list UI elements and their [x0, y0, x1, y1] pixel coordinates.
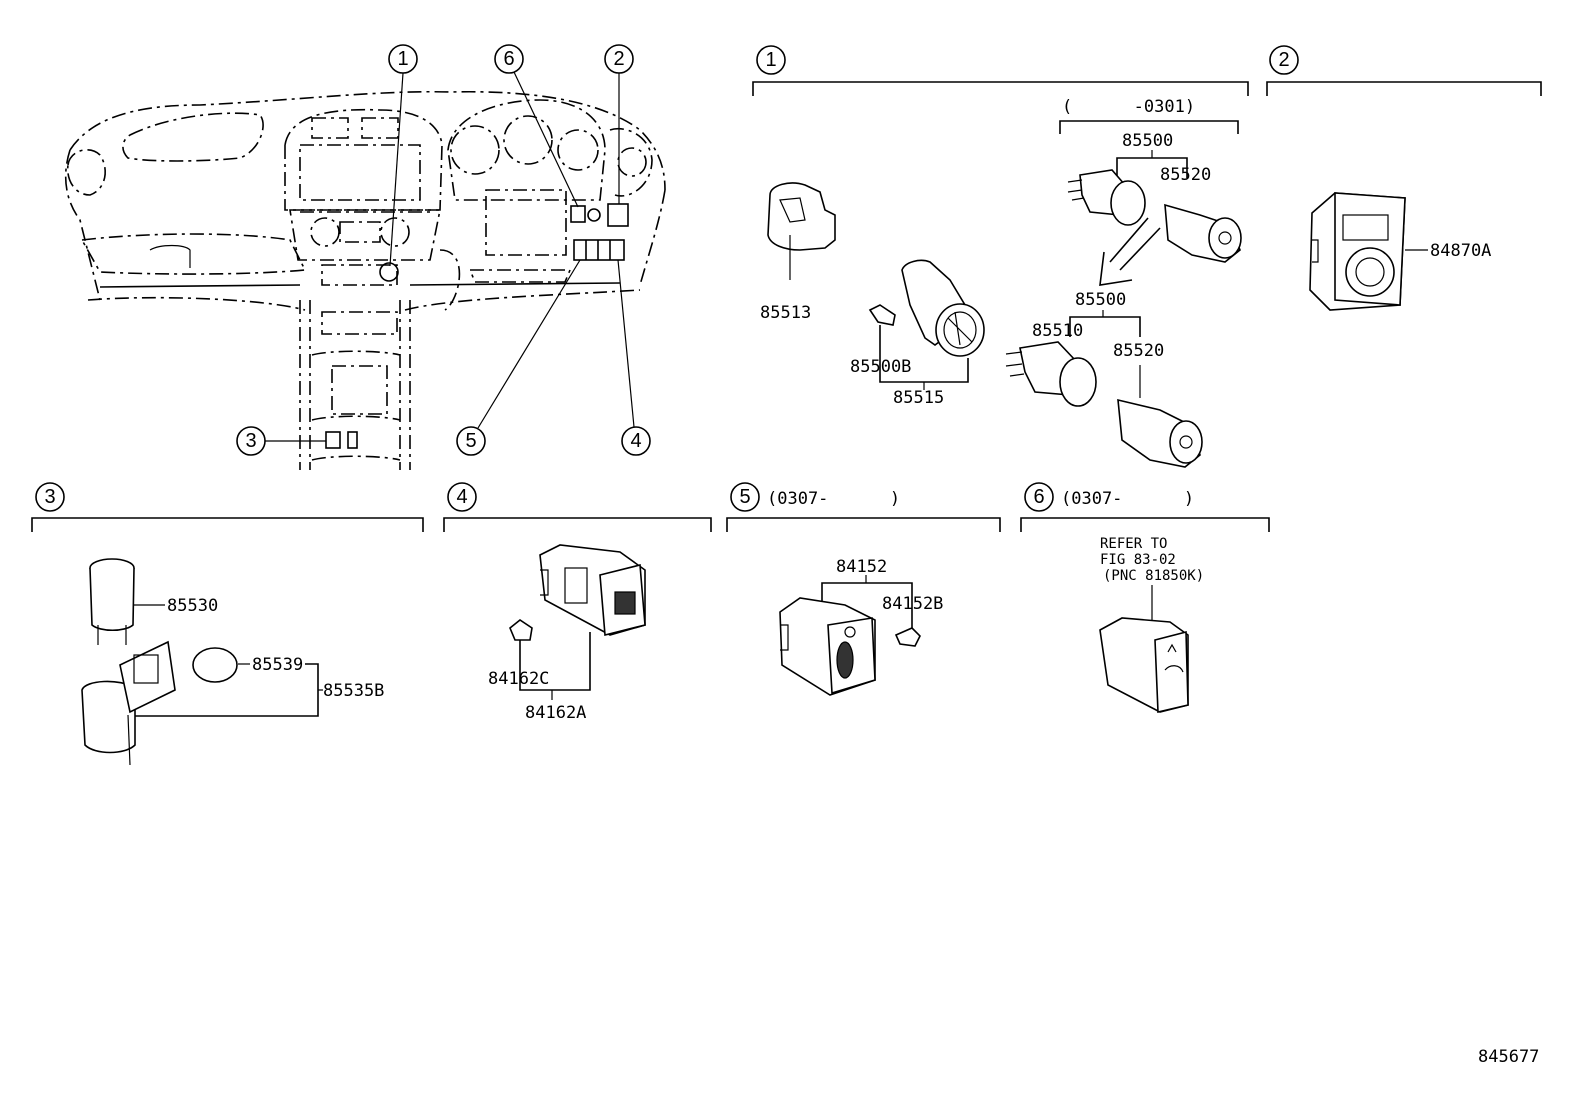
svg-text:5: 5: [739, 486, 750, 508]
svg-text:84152: 84152: [836, 557, 887, 577]
svg-text:84162A: 84162A: [525, 703, 586, 723]
part-81850K: [1099, 585, 1189, 713]
section-3: 3 85530 85539 85535B: [31, 482, 424, 766]
callout-4: 4: [617, 259, 651, 456]
svg-text:84870A: 84870A: [1430, 241, 1491, 261]
svg-text:85535B: 85535B: [323, 681, 384, 701]
part-84870A: 84870A: [1309, 192, 1491, 311]
part-84152: [779, 597, 921, 696]
svg-text:2: 2: [613, 48, 624, 70]
svg-text:2: 2: [1278, 49, 1289, 71]
svg-text:85513: 85513: [760, 303, 811, 323]
svg-text:( -0301): ( -0301): [1062, 97, 1195, 117]
section-1: 1 85513 85500B 85515 ( -0301) 85500 8: [752, 45, 1249, 468]
svg-text:85520: 85520: [1160, 165, 1211, 185]
svg-text:(PNC 81850K): (PNC 81850K): [1103, 568, 1204, 584]
part-85520-top: [1164, 203, 1242, 263]
svg-text:85539: 85539: [252, 655, 303, 675]
dashboard-overview: [64, 90, 666, 470]
svg-text:FIG 83-02: FIG 83-02: [1100, 552, 1176, 568]
part-85535B: 85539 85535B: [81, 640, 384, 766]
callout-3: 3: [236, 426, 326, 456]
svg-text:85530: 85530: [167, 596, 218, 616]
callout-2: 2: [604, 44, 634, 204]
svg-text:85520: 85520: [1113, 341, 1164, 361]
svg-text:(0307- ): (0307- ): [767, 489, 900, 509]
svg-text:5: 5: [465, 430, 476, 452]
svg-text:4: 4: [456, 486, 467, 508]
section-2: 2 84870A: [1266, 45, 1542, 311]
svg-text:(0307- ): (0307- ): [1061, 489, 1194, 509]
svg-text:6: 6: [1033, 486, 1044, 508]
svg-text:REFER TO: REFER TO: [1100, 536, 1167, 552]
part-85520: [1117, 365, 1203, 468]
callout-5: 5: [456, 259, 581, 456]
svg-text:1: 1: [765, 49, 776, 71]
svg-text:3: 3: [245, 430, 256, 452]
svg-text:85510: 85510: [1032, 321, 1083, 341]
svg-text:1: 1: [397, 48, 408, 70]
svg-text:6: 6: [503, 48, 514, 70]
svg-text:85500: 85500: [1122, 131, 1173, 151]
svg-text:4: 4: [630, 430, 641, 452]
section-6: 6 (0307- ) REFER TO FIG 83-02 (PNC 81850…: [1020, 482, 1270, 713]
part-85530: 85530: [89, 558, 218, 645]
part-85510-top: [1067, 169, 1146, 226]
svg-text:85500: 85500: [1075, 290, 1126, 310]
callout-6: 6: [494, 44, 579, 208]
callout-1: 1: [388, 44, 418, 267]
svg-text:84162C: 84162C: [488, 669, 549, 689]
part-85513: 85513: [760, 182, 836, 323]
section-5: 5 (0307- ) 84152 84152B: [726, 482, 1001, 696]
part-84162A: 84162C 84162A: [488, 544, 646, 723]
part-85515: 85500B 85515: [850, 259, 985, 408]
section-4: 4 84162C 84162A: [443, 482, 712, 723]
arrow-down-left-icon: [1099, 217, 1161, 286]
svg-text:85515: 85515: [893, 388, 944, 408]
svg-text:84152B: 84152B: [882, 594, 943, 614]
part-85510: [1005, 341, 1097, 407]
figure-id: 845677: [1478, 1047, 1539, 1067]
svg-text:85500B: 85500B: [850, 357, 911, 377]
svg-text:3: 3: [44, 486, 55, 508]
